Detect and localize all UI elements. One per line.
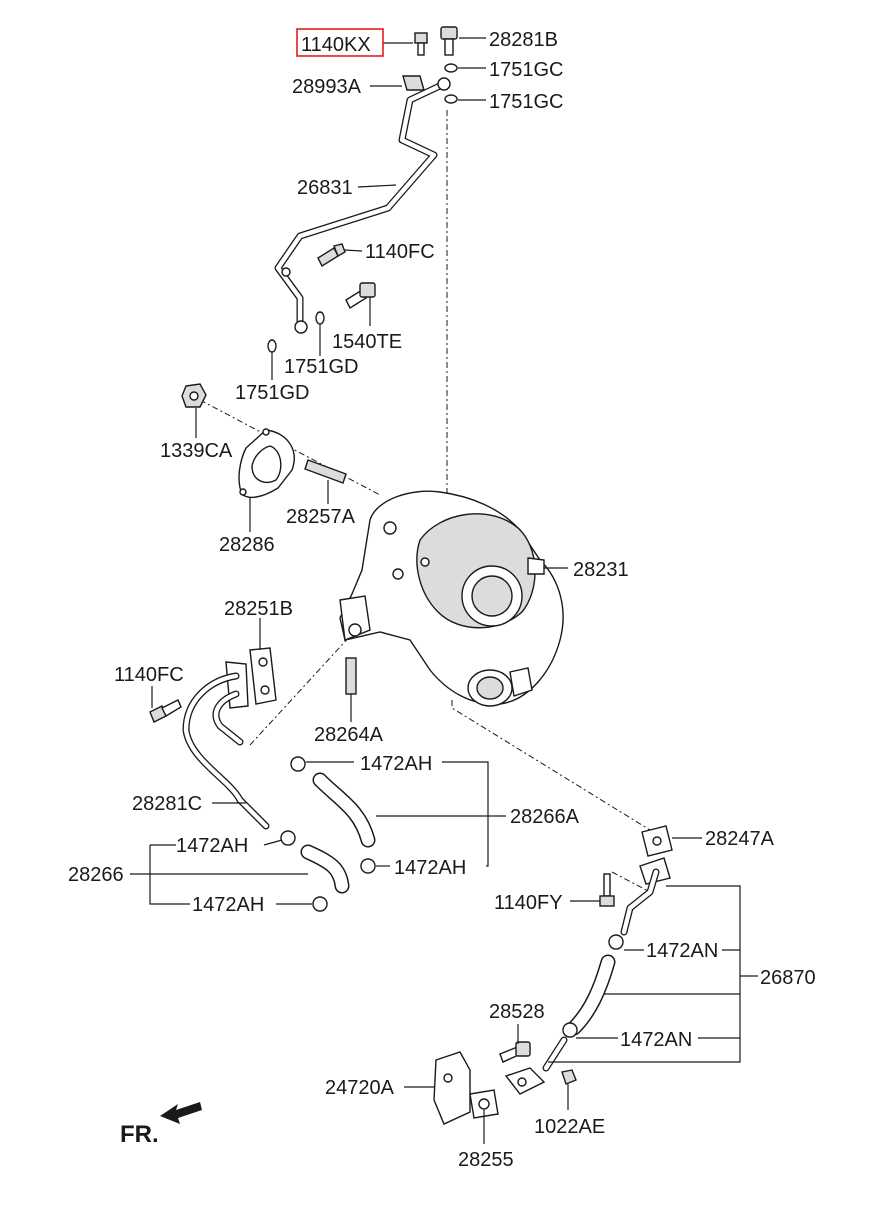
turbocharger-28231[interactable] — [339, 490, 564, 707]
label-1022AE[interactable]: 1022AE — [534, 1116, 605, 1138]
label-28993A[interactable]: 28993A — [292, 76, 362, 98]
label-28266[interactable]: 28266 — [68, 864, 124, 886]
hose-28266[interactable] — [300, 844, 350, 894]
bolt-1140FC-upper[interactable] — [317, 243, 346, 268]
assembly-line-outlet — [451, 700, 651, 831]
label-1472AN-upper[interactable]: 1472AN — [646, 940, 718, 962]
label-28286[interactable]: 28286 — [219, 534, 275, 556]
label-1472AH-upper[interactable]: 1472AH — [360, 753, 432, 775]
stud-28257A[interactable] — [304, 459, 347, 484]
bolt-28528[interactable] — [499, 1041, 531, 1063]
drain-pipe-28281C[interactable] — [182, 661, 270, 830]
front-marker-label: FR. — [120, 1121, 159, 1148]
label-28281B[interactable]: 28281B — [489, 29, 558, 51]
bolt-1140KX[interactable] — [414, 32, 428, 56]
label-1751GC-lower[interactable]: 1751GC — [489, 91, 564, 113]
clamp-1472AH-right[interactable] — [360, 858, 376, 874]
label-28528[interactable]: 28528 — [489, 1001, 545, 1023]
label-28257A[interactable]: 28257A — [286, 506, 356, 528]
clamp-1472AN-upper[interactable] — [608, 934, 624, 950]
bracket-28993A[interactable] — [402, 75, 425, 91]
clamp-1472AH-left[interactable] — [280, 830, 296, 846]
label-28251B[interactable]: 28251B — [224, 598, 293, 620]
gasket-28286[interactable] — [238, 428, 295, 499]
label-1472AH-lower[interactable]: 1472AH — [192, 894, 264, 916]
washer-1751GD-left[interactable] — [267, 339, 277, 353]
label-1751GD-left[interactable]: 1751GD — [235, 382, 310, 404]
highlight-box-1140KX — [296, 28, 384, 57]
label-1140FC-upper[interactable]: 1140FC — [365, 241, 435, 263]
label-1140KX[interactable]: 1140KX — [301, 34, 371, 56]
clamp-1472AH-upper[interactable] — [290, 756, 306, 772]
gasket-28255[interactable] — [469, 1089, 499, 1119]
label-1472AH-left[interactable]: 1472AH — [176, 835, 248, 857]
oil-return-pipe-26870[interactable] — [542, 857, 671, 1072]
washer-1751GC-upper[interactable] — [444, 63, 458, 73]
bolt-1140FY[interactable] — [599, 873, 615, 907]
front-direction-arrow — [160, 1102, 202, 1124]
flange-return[interactable] — [504, 1067, 546, 1095]
bolt-1140FC-lower[interactable] — [149, 699, 182, 723]
stud-28264A[interactable] — [345, 657, 357, 695]
washer-1751GD-right[interactable] — [315, 311, 325, 325]
label-1339CA[interactable]: 1339CA — [160, 440, 233, 462]
label-28255[interactable]: 28255 — [458, 1149, 514, 1171]
washer-1751GC-lower[interactable] — [444, 94, 458, 104]
nut-1022AE[interactable] — [561, 1069, 577, 1085]
label-28247A[interactable]: 28247A — [705, 828, 775, 850]
label-1472AH-right[interactable]: 1472AH — [394, 857, 466, 879]
label-28266A[interactable]: 28266A — [510, 806, 580, 828]
bolt-28281B[interactable] — [440, 26, 458, 56]
gasket-28247A[interactable] — [641, 825, 673, 857]
label-24720A[interactable]: 24720A — [325, 1077, 395, 1099]
block-24720A[interactable] — [433, 1051, 471, 1125]
label-1751GD-right[interactable]: 1751GD — [284, 356, 359, 378]
bolt-1540TE[interactable] — [345, 282, 376, 310]
hose-28266A[interactable] — [312, 772, 376, 848]
label-1540TE[interactable]: 1540TE — [332, 331, 402, 353]
label-1140FC-lower[interactable]: 1140FC — [114, 664, 184, 686]
nut-1339CA[interactable] — [181, 383, 207, 408]
clamp-1472AH-lower[interactable] — [312, 896, 328, 912]
label-28264A[interactable]: 28264A — [314, 724, 384, 746]
label-26870[interactable]: 26870 — [760, 967, 816, 989]
label-28231[interactable]: 28231 — [573, 559, 629, 581]
clamp-1472AN-lower[interactable] — [562, 1022, 578, 1038]
label-1140FY[interactable]: 1140FY — [494, 892, 563, 914]
leader-lines — [130, 37, 758, 1144]
label-1751GC-upper[interactable]: 1751GC — [489, 59, 564, 81]
label-1472AN-lower[interactable]: 1472AN — [620, 1029, 692, 1051]
label-26831[interactable]: 26831 — [297, 177, 353, 199]
label-28281C[interactable]: 28281C — [132, 793, 202, 815]
oil-feed-pipe-26831[interactable] — [274, 77, 451, 334]
gasket-28251B[interactable] — [249, 647, 277, 705]
